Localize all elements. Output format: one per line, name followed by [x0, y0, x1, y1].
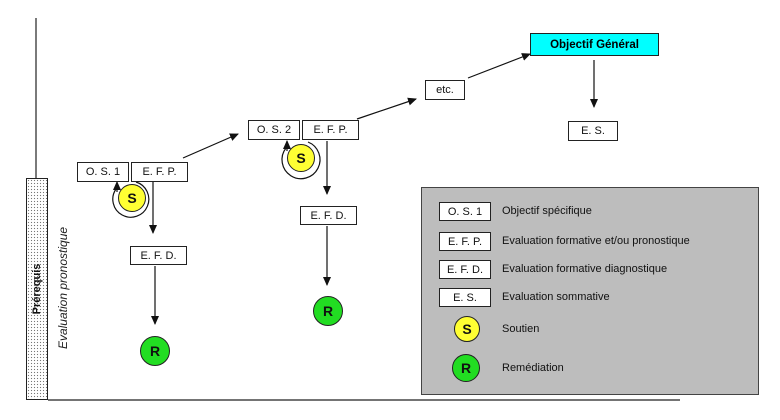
legend-key-soutien: S	[454, 316, 480, 342]
prerequisites-label: Prérequis	[31, 263, 43, 315]
node-os1: O. S. 1	[77, 162, 129, 182]
arrow-etc-to-goal	[467, 53, 531, 79]
soutien-loop-1	[112, 181, 150, 218]
legend-text-es: Evaluation sommative	[502, 291, 610, 303]
soutien-node-2: S	[287, 144, 315, 172]
legend-text-remediation: Remédiation	[502, 362, 564, 374]
legend-key-efd: E. F. D.	[439, 260, 491, 279]
remediation-node-2: R	[313, 296, 343, 326]
node-os2: O. S. 2	[248, 120, 300, 140]
node-efp1: E. F. P.	[131, 162, 188, 182]
node-efd1: E. F. D.	[130, 246, 187, 265]
arrow-efp1-to-os2	[182, 133, 239, 159]
node-efd2: E. F. D.	[300, 206, 357, 225]
node-objectif-general: Objectif Général	[530, 33, 659, 56]
remediation-node-1: R	[140, 336, 170, 366]
legend-text-soutien: Soutien	[502, 323, 540, 335]
legend-text-os: Objectif spécifique	[502, 205, 592, 217]
legend-text-efp: Evaluation formative et/ou pronostique	[502, 235, 690, 247]
node-es: E. S.	[568, 121, 618, 141]
node-efp2: E. F. P.	[302, 120, 359, 140]
prerequisites-bar	[26, 178, 48, 400]
evaluation-pronostique-label: Evaluation pronostique	[56, 226, 70, 350]
node-etc: etc.	[425, 80, 465, 100]
soutien-loop-2	[281, 141, 321, 180]
legend-text-efd: Evaluation formative diagnostique	[502, 263, 668, 275]
legend-key-os: O. S. 1	[439, 202, 491, 221]
legend-key-remediation: R	[452, 354, 480, 382]
soutien-node-1: S	[118, 184, 146, 212]
legend-key-es: E. S.	[439, 288, 491, 307]
legend-panel: O. S. 1 Objectif spécifique E. F. P. Eva…	[421, 187, 759, 395]
arrow-efp2-to-etc	[356, 97, 417, 120]
legend-key-efp: E. F. P.	[439, 232, 491, 251]
